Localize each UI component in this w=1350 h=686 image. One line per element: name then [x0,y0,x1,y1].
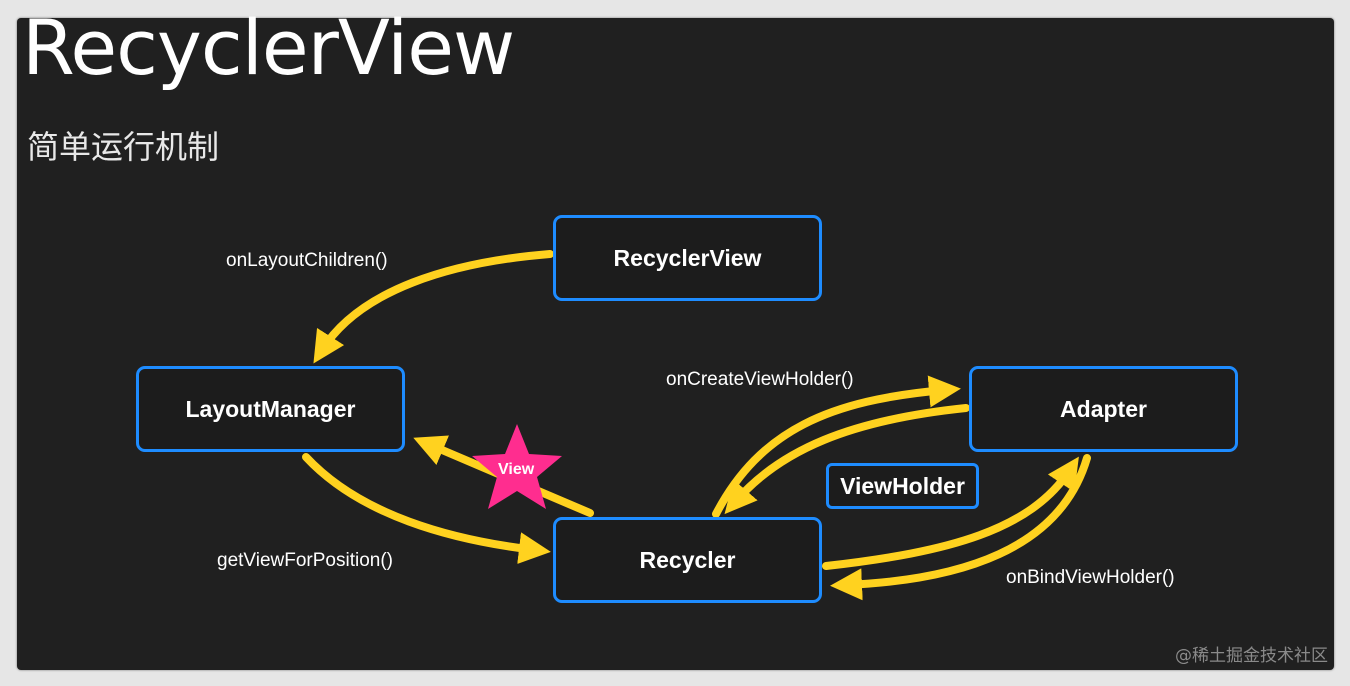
arrow-recycler-to-create [712,375,961,518]
arrow-create-to-recycler [724,404,970,515]
star-view-label: View [498,461,535,478]
label-get-view-for-position: getViewForPosition() [217,550,394,571]
label-on-bind-view-holder: onBindViewHolder() [1006,567,1175,588]
arrow-get-view-for-position [302,453,551,565]
view-star-icon [472,424,562,509]
slide-title: RecyclerView [22,3,515,92]
node-viewholder: ViewHolder [826,463,979,509]
watermark: @稀土掘金技术社区 [1175,646,1328,666]
node-layoutmanager: LayoutManager [136,366,405,452]
label-on-layout-children: onLayoutChildren() [226,250,388,271]
arrow-bind-to-recycler [830,454,1091,601]
node-recyclerview: RecyclerView [553,215,822,301]
slide-subtitle: 简单运行机制 [27,128,220,166]
node-recycler: Recycler [553,517,822,603]
node-adapter: Adapter [969,366,1238,452]
arrow-layout-children [313,250,554,364]
arrow-recycler-to-bind [822,456,1079,570]
label-on-create-view-holder: onCreateViewHolder() [666,369,854,390]
